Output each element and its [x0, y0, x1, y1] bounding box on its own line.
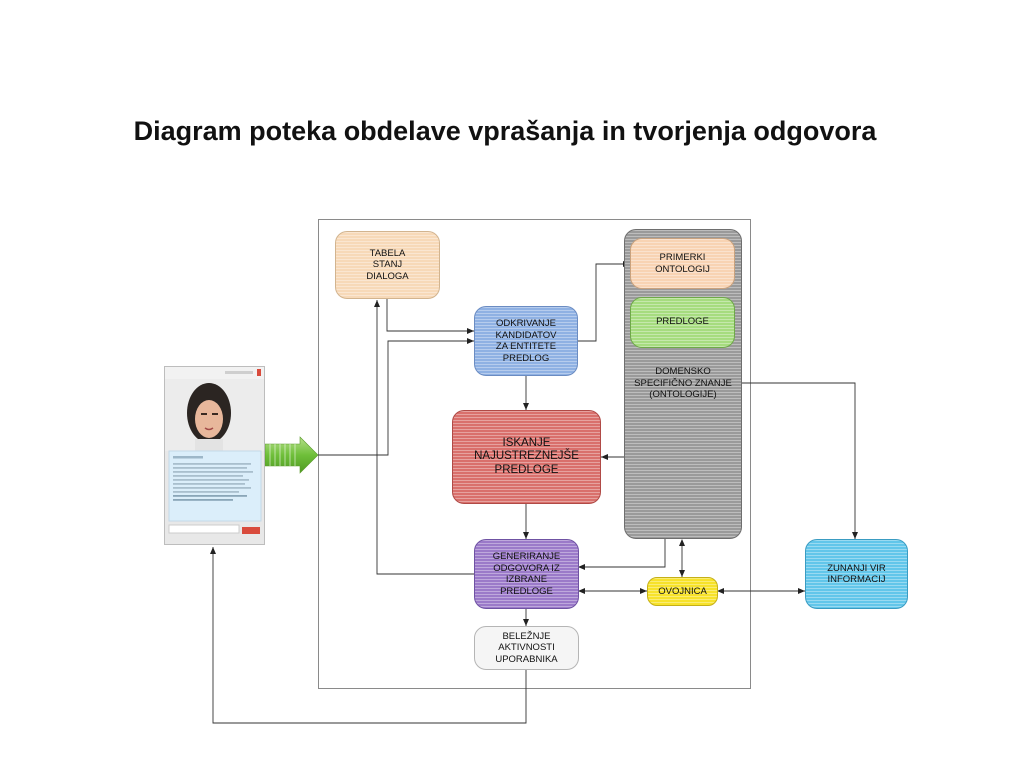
edge-generiranje-tabela	[374, 300, 474, 575]
edge-domensko-zunanji	[741, 382, 858, 539]
node-iskanje-predloge: ISKANJE NAJUSTREZNEJŠE PREDLOGE	[452, 410, 601, 504]
avatar-app-image	[165, 367, 264, 534]
node-belezenje-aktivnosti: BELEŽNJE AKTIVNOSTI UPORABNIKA	[474, 626, 579, 670]
system-boundary	[318, 219, 751, 689]
node-ovojnica: OVOJNICA	[647, 577, 718, 606]
input-arrow	[264, 436, 319, 474]
edge-tabela-odkrivanje	[386, 299, 474, 334]
node-generiranje-odgovora: GENERIRANJE ODGOVORA IZ IZBRANE PREDLOGE	[474, 539, 579, 609]
page-title: Diagram poteka obdelave vprašanja in tvo…	[133, 116, 877, 146]
node-predloge: PREDLOGE	[630, 297, 735, 348]
app-screenshot	[164, 366, 265, 545]
edge-domensko-generiranje	[578, 539, 666, 570]
node-odkrivanje-kandidatov: ODKRIVANJE KANDIDATOV ZA ENTITETE PREDLO…	[474, 306, 578, 376]
edge-belezenje-app	[210, 547, 527, 724]
node-primerki-ontologij: PRIMERKI ONTOLOGIJ	[630, 238, 735, 289]
node-tabela-stanj-dialoga: TABELA STANJ DIALOGA	[335, 231, 440, 299]
edge-input-odkrivanje	[318, 338, 474, 456]
edge-odkrivanje-primerki	[578, 261, 630, 342]
node-zunanji-vir: ZUNANJI VIR INFORMACIJ	[805, 539, 908, 609]
